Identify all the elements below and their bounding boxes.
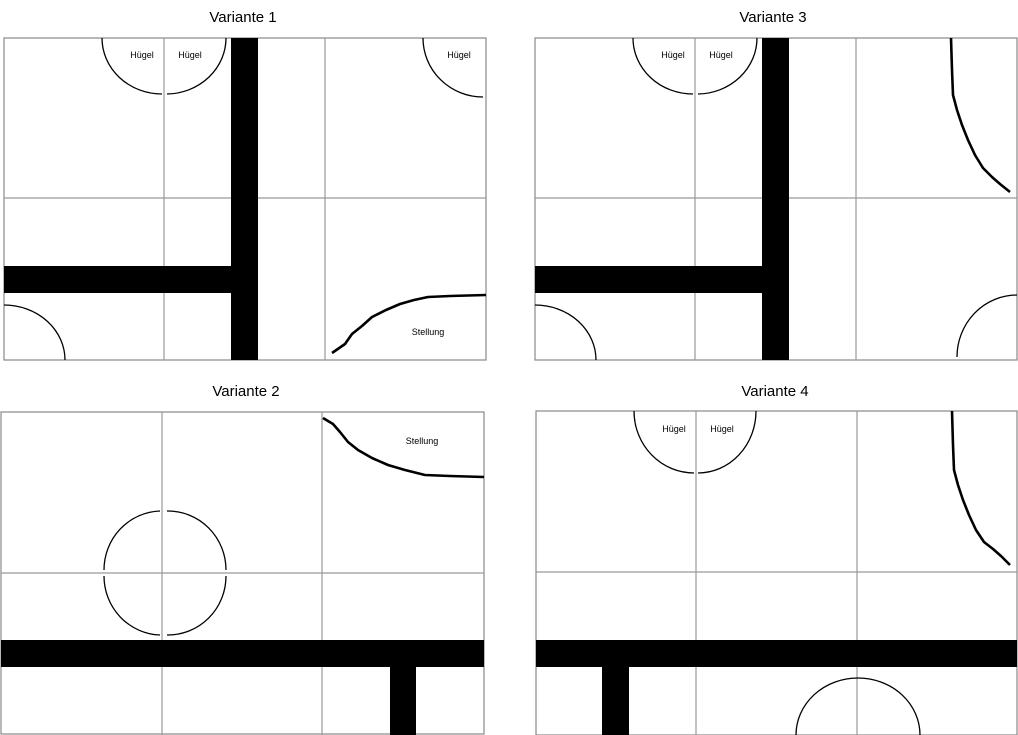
position-label: Stellung [412,327,445,337]
road-vertical [762,38,789,360]
position-line [949,37,1011,194]
hill-label: Hügel [662,424,686,434]
hill-arc [103,575,161,636]
position-line [331,293,487,355]
variant-2-panel: Variante 2 Stellung [0,383,485,735]
hill-arc [3,304,66,361]
hill-arc [166,37,227,95]
position-label: Stellung [406,436,439,446]
hill-label: Hügel [178,50,202,60]
hill-label: Hügel [661,50,685,60]
variant-3-title: Variante 3 [739,9,806,26]
hill-arc [697,37,758,95]
hill-arc [956,294,1018,358]
hill-arc [795,677,921,735]
hill-arc [166,510,227,571]
variant-2-title: Variante 2 [212,383,279,400]
road-vertical [602,640,629,735]
hill-label: Hügel [130,50,154,60]
hill-arc [101,37,163,95]
variant-4-title: Variante 4 [741,383,808,400]
road-vertical [390,640,416,735]
variant-1-title: Variante 1 [209,9,276,26]
hill-arc [534,304,597,361]
road-horizontal [4,266,258,293]
hill-arc [697,410,757,474]
hill-label: Hügel [447,50,471,60]
hill-arc [422,37,484,98]
variant-3-panel: Variante 3 Hügel Hügel [534,9,1018,361]
variant-4-panel: Variante 4 Hügel Hügel [535,383,1018,735]
road-horizontal [535,266,789,293]
variant-1-panel: Variante 1 Hügel Hügel Hügel Stellung [3,9,487,361]
hill-arc [166,575,227,636]
position-line [322,416,485,479]
hill-label: Hügel [710,424,734,434]
hill-arc [632,37,694,95]
road-vertical [231,38,258,360]
hill-label: Hügel [709,50,733,60]
hill-arc [633,410,695,474]
position-line [950,410,1011,566]
hill-arc [103,510,161,571]
